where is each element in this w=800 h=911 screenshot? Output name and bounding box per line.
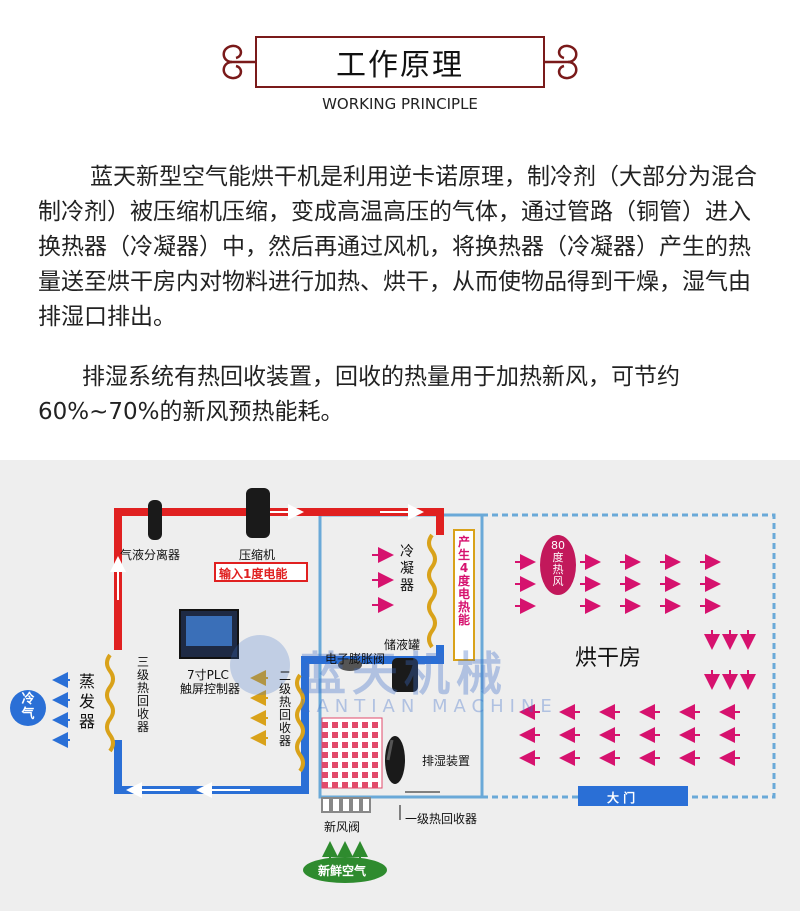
label-fresh-air-valve: 新风阀 [324,820,361,834]
fresh-air-badge [303,857,387,883]
title-ornament [222,44,578,80]
cold-pipe [114,645,444,794]
watermark-en: LANTIAN MACHINE [300,696,558,717]
label-level3-recovery: 三级热回收器 [136,655,149,734]
label-exhaust-device: 排湿装置 [422,754,471,768]
condenser-coil [427,533,437,649]
page-title: 工作原理 [336,48,464,83]
label-gas-liquid-separator: 气液分离器 [120,548,181,562]
label-input-power: 输入1度电能 [219,567,288,581]
liquid-receiver-icon [392,658,418,692]
label-level1-recovery: 一级热回收器 [405,812,478,826]
heat-recovery-paragraph: 排湿系统有热回收装置，回收的热量用于加热新风，可节约60%~70%的新风预热能耗… [38,364,680,425]
produce-heat-box [453,529,475,661]
principle-paragraph: 蓝天新型空气能烘干机是利用逆卡诺原理，制冷剂（大部分为混合制冷剂）被压缩机压缩，… [38,164,757,330]
title-box: 工作原理 [255,36,545,88]
label-compressor: 压缩机 [239,548,276,562]
label-evaporator: 蒸发器 [78,672,95,731]
hot-pipe-right [270,508,444,535]
label-liquid-receiver: 储液罐 [384,638,421,652]
label-plc-line2: 触屏控制器 [180,682,241,696]
compressor-icon [246,488,270,538]
level1-recovery-block [321,717,383,789]
diagram-graphics [10,488,776,883]
header: 工作原理 WORKING PRINCIPLE [0,0,800,125]
page-subtitle: WORKING PRINCIPLE [322,95,478,113]
watermark-logo [230,635,290,695]
heat-pump-diagram: 蓝天机械 LANTIAN MACHINE 气液分离器 压缩机 输入1度电能 冷凝… [0,460,800,911]
label-cold-air: 冷气 [21,692,35,722]
label-drying-room: 烘干房 [575,646,642,671]
label-expansion-valve: 电子膨胀阀 [325,652,386,666]
label-level2-recovery: 二级热回收器 [278,669,291,748]
gas-liquid-separator-icon [148,500,162,540]
level2-coil [295,673,305,773]
input-power-box [214,562,308,582]
evaporator-coil [105,653,115,753]
expansion-valve-icon [338,659,362,671]
label-produce-heat: 产生4度电热能 [457,535,470,627]
door-bar [578,786,688,806]
label-fresh-air: 新鲜空气 [318,864,367,878]
label-condenser: 冷凝器 [400,544,414,594]
watermark-cn: 蓝天机械 [300,647,508,701]
label-hot-air: 80度热风 [551,539,565,588]
cold-air-badge [10,690,46,726]
label-plc-line1: 7寸PLC [187,668,229,682]
hot-air-badge [540,535,576,595]
label-door: 大 门 [607,791,636,805]
